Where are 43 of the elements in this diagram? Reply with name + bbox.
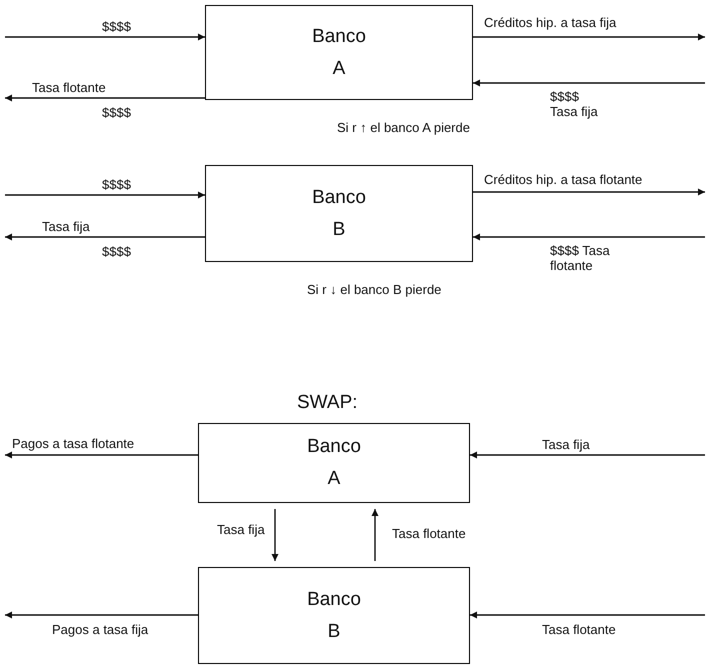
edge-label: Tasa flotante <box>390 526 468 541</box>
edge-label: $$$$ <box>100 19 133 34</box>
arrow <box>372 509 378 561</box>
arrow <box>473 34 705 40</box>
note-text: Si r ↑ el banco A pierde <box>335 120 472 135</box>
arrow <box>5 612 198 618</box>
edge-label: Tasa flotante <box>30 80 108 95</box>
box-label: Banco <box>307 436 361 458</box>
bank-box <box>198 423 470 503</box>
edge-label: Pagos a tasa fija <box>50 622 150 637</box>
edge-label: Pagos a tasa flotante <box>10 436 136 451</box>
amount-label: $$$$ <box>100 105 133 120</box>
bank-box <box>205 5 473 100</box>
arrow <box>272 509 278 561</box>
arrow <box>5 234 205 240</box>
amount-label: $$$$ <box>100 244 133 259</box>
box-label: B <box>332 218 346 240</box>
box-label: Banco <box>307 588 361 610</box>
arrow <box>5 34 205 40</box>
edge-label: Tasa fija <box>215 522 267 537</box>
arrow <box>5 94 205 102</box>
edge-label: Tasa fija <box>540 437 592 452</box>
box-label: Banco <box>312 26 366 48</box>
arrow <box>470 612 705 618</box>
note-text: Si r ↓ el banco B pierde <box>305 282 444 297</box>
arrow <box>470 452 705 458</box>
arrow <box>473 234 705 240</box>
edge-label: Créditos hip. a tasa fija <box>482 15 618 30</box>
box-label: A <box>328 468 340 490</box>
bank-box <box>205 165 473 262</box>
edge-label: Créditos hip. a tasa flotante <box>482 172 644 187</box>
arrow <box>473 80 705 86</box>
edge-label: Tasa fija <box>40 219 92 234</box>
box-label: A <box>332 58 346 80</box>
edge-label: $$$$ <box>100 177 133 192</box>
box-label: Banco <box>312 186 366 208</box>
arrow <box>473 188 705 196</box>
bank-box <box>198 567 470 664</box>
edge-label: Tasa flotante <box>540 622 618 637</box>
edge-label: $$$$ Tasa fija <box>548 89 601 119</box>
box-label: B <box>328 620 340 642</box>
arrow <box>5 452 198 458</box>
arrow <box>5 192 205 198</box>
